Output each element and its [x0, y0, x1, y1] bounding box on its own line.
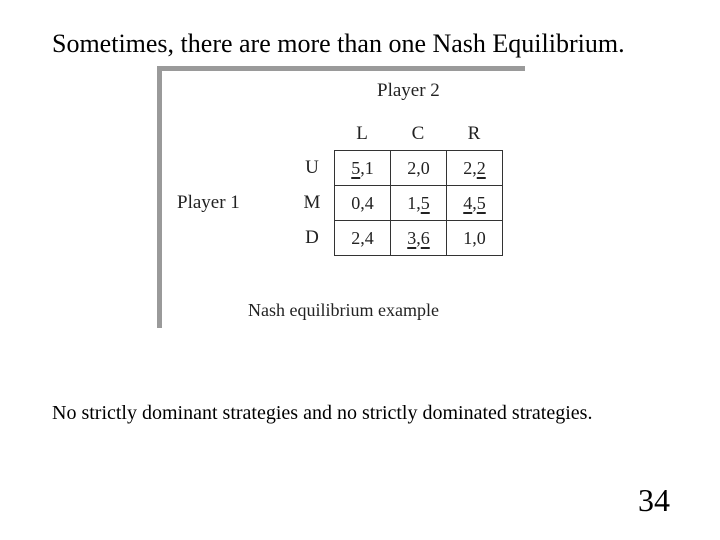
- payoff-separator: ,: [416, 227, 421, 248]
- payoff-player1: 0: [351, 192, 361, 213]
- payoff-player2: 5: [420, 192, 430, 213]
- page-number: 34: [638, 482, 670, 518]
- payoff-cell: 0,4: [334, 185, 391, 221]
- payoff-player1: 4: [463, 192, 473, 213]
- payoff-separator: ,: [360, 227, 365, 248]
- payoff-cell: 3,6: [390, 220, 447, 256]
- payoff-separator: ,: [360, 192, 365, 213]
- payoff-separator: ,: [416, 192, 421, 213]
- slide-note: No strictly dominant strategies and no s…: [52, 402, 593, 424]
- payoff-separator: ,: [360, 157, 365, 178]
- player2-label: Player 2: [377, 80, 440, 101]
- payoff-player1: 2: [407, 157, 417, 178]
- row-header-u: U: [305, 157, 319, 178]
- payoff-cell: 4,5: [446, 185, 503, 221]
- payoff-player2: 4: [364, 192, 374, 213]
- payoff-cell: 1,5: [390, 185, 447, 221]
- row-header-m: M: [303, 192, 321, 213]
- player1-label: Player 1: [177, 192, 240, 213]
- payoff-player2: 2: [476, 157, 486, 178]
- row-header-d: D: [305, 227, 319, 248]
- payoff-separator: ,: [416, 157, 421, 178]
- payoff-player1: 2: [351, 227, 361, 248]
- slide-title: Sometimes, there are more than one Nash …: [52, 29, 625, 58]
- payoff-player1: 5: [351, 157, 361, 178]
- payoff-player2: 0: [420, 157, 430, 178]
- payoff-player1: 2: [463, 157, 473, 178]
- payoff-cell: 2,0: [390, 150, 447, 186]
- payoff-separator: ,: [472, 157, 477, 178]
- payoff-player1: 1: [463, 227, 473, 248]
- payoff-separator: ,: [472, 192, 477, 213]
- payoff-cell: 5,1: [334, 150, 391, 186]
- column-header-c: C: [411, 123, 425, 144]
- payoff-player1: 1: [407, 192, 417, 213]
- payoff-player2: 4: [364, 227, 374, 248]
- payoff-player2: 5: [476, 192, 486, 213]
- payoff-cell: 1,0: [446, 220, 503, 256]
- payoff-cell: 2,4: [334, 220, 391, 256]
- payoff-player2: 1: [364, 157, 374, 178]
- payoff-player2: 0: [476, 227, 486, 248]
- payoff-player2: 6: [420, 227, 430, 248]
- payoff-player1: 3: [407, 227, 417, 248]
- column-header-l: L: [356, 123, 368, 144]
- payoff-cell: 2,2: [446, 150, 503, 186]
- column-header-r: R: [467, 123, 481, 144]
- payoff-separator: ,: [472, 227, 477, 248]
- figure-caption: Nash equilibrium example: [248, 300, 439, 320]
